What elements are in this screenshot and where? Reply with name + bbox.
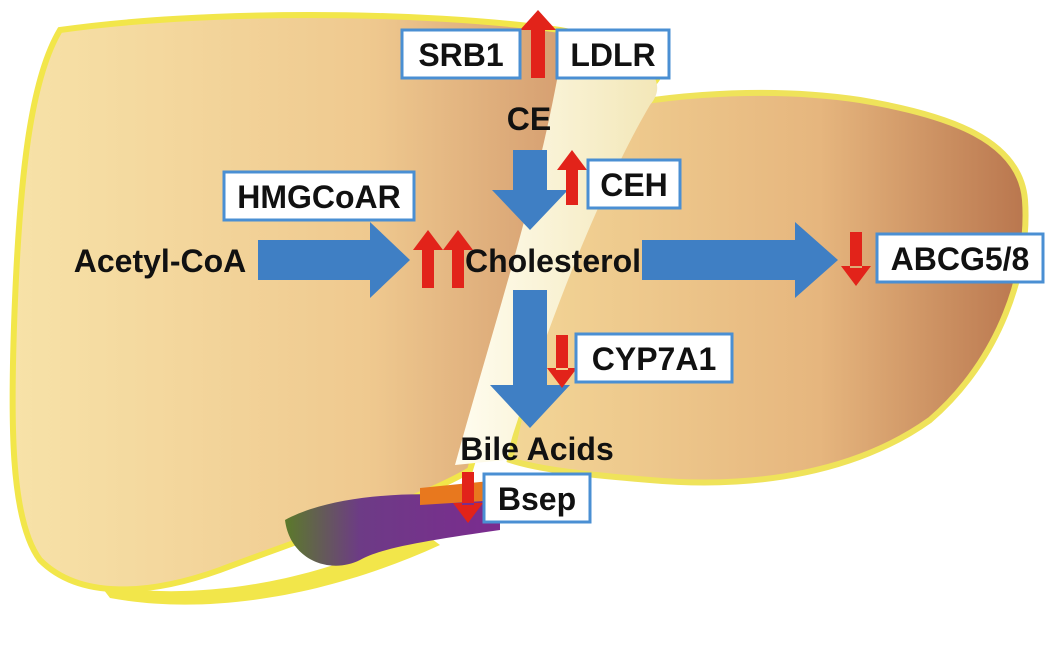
arrow-ce-to-cholesterol [492,150,568,230]
up-arrow-hmgcoar-2 [443,230,473,288]
label-ce: CE [507,101,551,137]
gene-label-ldlr: LDLR [570,37,655,73]
gene-label-bsep: Bsep [498,481,576,517]
up-arrow-srb1-ldlr [520,10,556,78]
label-acetyl-coa: Acetyl-CoA [74,243,246,279]
down-arrow-bsep [453,472,483,523]
regulation-arrows [413,10,871,523]
label-bile-acids: Bile Acids [460,431,614,467]
gene-label-ceh: CEH [600,167,668,203]
arrow-cholesterol-to-bile [490,290,570,428]
gene-box-hmgcoar: HMGCoAR [222,170,416,222]
label-cholesterol: Cholesterol [465,243,641,279]
gene-box-abcg5-8: ABCG5/8 [875,232,1045,284]
gene-label-hmgcoar: HMGCoAR [237,179,401,215]
gene-box-ceh: CEH [586,158,682,210]
gene-box-cyp7a1: CYP7A1 [574,332,734,384]
down-arrow-abcg [841,232,871,286]
down-arrow-cyp7a1 [547,335,577,388]
gene-label-cyp7a1: CYP7A1 [592,341,717,377]
gene-box-ldlr: LDLR [555,28,671,80]
arrow-acetyl-to-cholesterol [258,222,410,298]
gene-box-srb1: SRB1 [400,28,522,80]
arrow-cholesterol-to-abcg [642,222,838,298]
up-arrow-ceh [557,150,587,205]
flow-arrows [258,150,838,428]
gallbladder [285,494,500,566]
bile-duct-orange [420,480,500,505]
liver-fissure [455,32,658,465]
gene-label-abcg5-8: ABCG5/8 [891,241,1030,277]
gene-label-srb1: SRB1 [418,37,503,73]
up-arrow-hmgcoar-1 [413,230,443,288]
gene-box-bsep: Bsep [482,472,592,524]
